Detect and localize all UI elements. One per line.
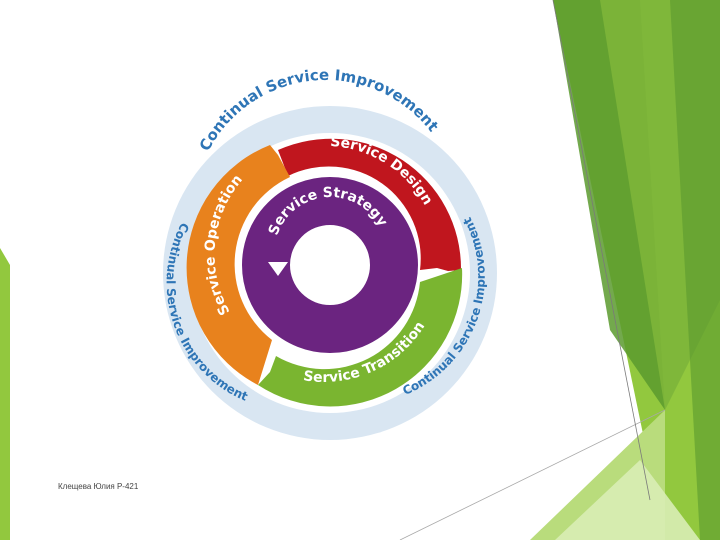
footer-author: Клещева Юлия Р-421 bbox=[58, 482, 139, 491]
itil-lifecycle-diagram: Continual Service Improvement Continual … bbox=[163, 66, 497, 440]
core-hub bbox=[292, 227, 368, 303]
service-design-segment bbox=[278, 138, 462, 271]
service-transition-segment bbox=[258, 268, 463, 407]
strategy-arrow-notch bbox=[268, 262, 288, 276]
right-decor-panels bbox=[399, 0, 720, 540]
left-decor-bar bbox=[0, 248, 10, 540]
service-strategy-ring bbox=[242, 177, 418, 353]
service-operation-segment bbox=[186, 145, 290, 385]
